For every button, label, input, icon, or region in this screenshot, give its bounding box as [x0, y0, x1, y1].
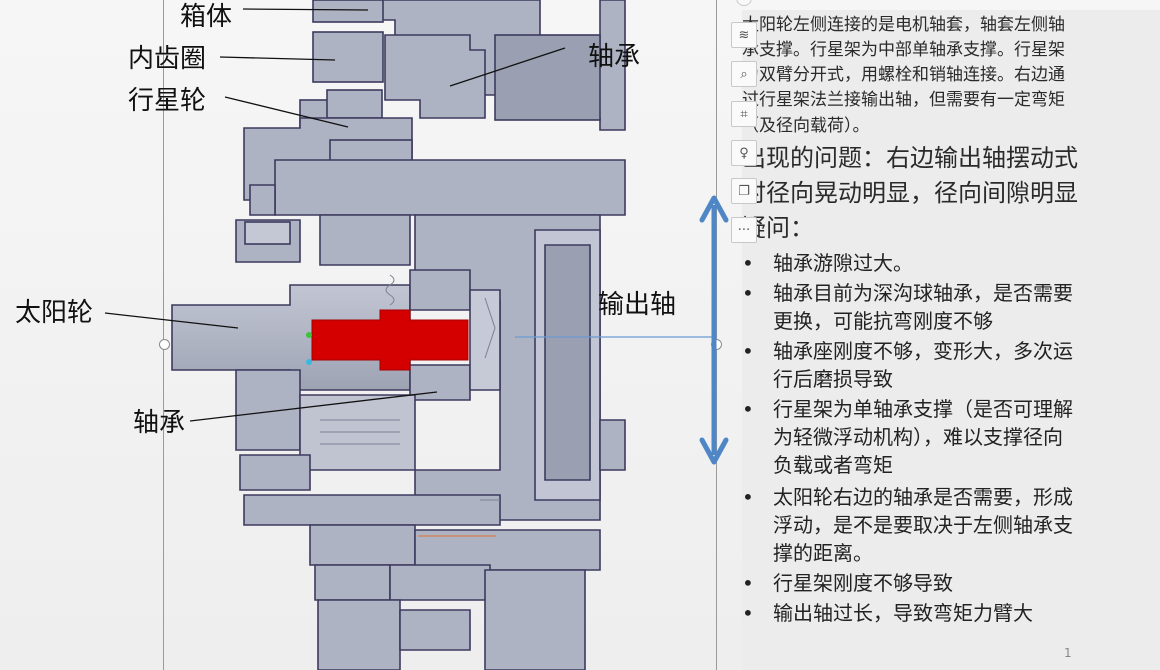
- minus-icon[interactable]: −: [736, 0, 752, 6]
- problem-line-2: 时径向晃动明显，径向间隙明显: [742, 179, 1078, 207]
- resize-handle-left[interactable]: [159, 339, 170, 350]
- bullet-icon: •: [742, 601, 754, 625]
- bullet-icon: •: [742, 485, 754, 509]
- issue-list: • 轴承游隙过大。 • 轴承目前为深沟球轴承，是否需要 更换，可能抗弯刚度不够 …: [742, 249, 1073, 629]
- list-item: • 轴承座刚度不够，变形大，多次运 行后磨损导致: [742, 339, 1073, 391]
- intro-line-2: 承支撑。行星架为中部单轴承支撑。行星架: [742, 40, 1065, 60]
- list-item: • 太阳轮右边的轴承是否需要，形成 浮动，是不是要取决于左侧轴承支 撑的距离。: [742, 485, 1073, 565]
- page-number: 1: [1064, 646, 1072, 660]
- label-ring-gear: 内齿圈: [128, 44, 207, 74]
- intro-line-1: 太阳轮左侧连接的是电机轴套，轴套左侧轴: [742, 15, 1065, 35]
- intro-line-5: （及径向载荷）。: [742, 116, 870, 136]
- more-icon[interactable]: ···: [731, 217, 757, 243]
- bullet-icon: •: [742, 281, 754, 305]
- label-bearing-top: 轴承: [588, 42, 641, 72]
- list-item: • 行星架刚度不够导致: [742, 571, 953, 595]
- label-bearing-bottom: 轴承: [133, 408, 186, 438]
- list-item: • 轴承目前为深沟球轴承，是否需要 更换，可能抗弯刚度不够: [742, 281, 1073, 333]
- intro-line-4: 过行星架法兰接输出轴，但需要有一定弯矩: [742, 90, 1065, 110]
- copy-icon[interactable]: ❐: [731, 178, 757, 204]
- problem-line-1: 出现的问题：右边输出轴摆动式: [742, 144, 1078, 172]
- label-sun-gear: 太阳轮: [15, 298, 94, 328]
- bullet-icon: •: [742, 397, 754, 421]
- zoom-icon[interactable]: ⌕: [731, 61, 757, 87]
- bullet-icon: •: [742, 339, 754, 363]
- label-housing: 箱体: [180, 2, 233, 32]
- list-item: • 输出轴过长，导致弯矩力臂大: [742, 601, 1033, 625]
- list-item: • 行星架为单轴承支撑（是否可理解 为轻微浮动机构），难以支撑径向 负载或者弯矩: [742, 397, 1073, 477]
- layers-icon[interactable]: ≋: [731, 22, 757, 48]
- bullet-icon: •: [742, 251, 754, 275]
- picture-quick-toolbar: − ≋ ⌕ ⌗ ♀ ❐ ···: [731, 0, 757, 250]
- list-item: • 轴承游隙过大。: [742, 251, 913, 275]
- highlighted-shaft: [311, 309, 469, 371]
- bullet-icon: •: [742, 571, 754, 595]
- label-output-shaft: 输出轴: [598, 290, 677, 320]
- lightbulb-icon[interactable]: ♀: [731, 140, 757, 166]
- crop-icon[interactable]: ⌗: [731, 101, 757, 127]
- notes-textbox[interactable]: [742, 10, 1160, 670]
- label-planet-gear: 行星轮: [128, 86, 207, 116]
- image-frame-left: [163, 0, 164, 670]
- intro-line-3: 为双臂分开式，用螺栓和销轴连接。右边通: [742, 65, 1065, 85]
